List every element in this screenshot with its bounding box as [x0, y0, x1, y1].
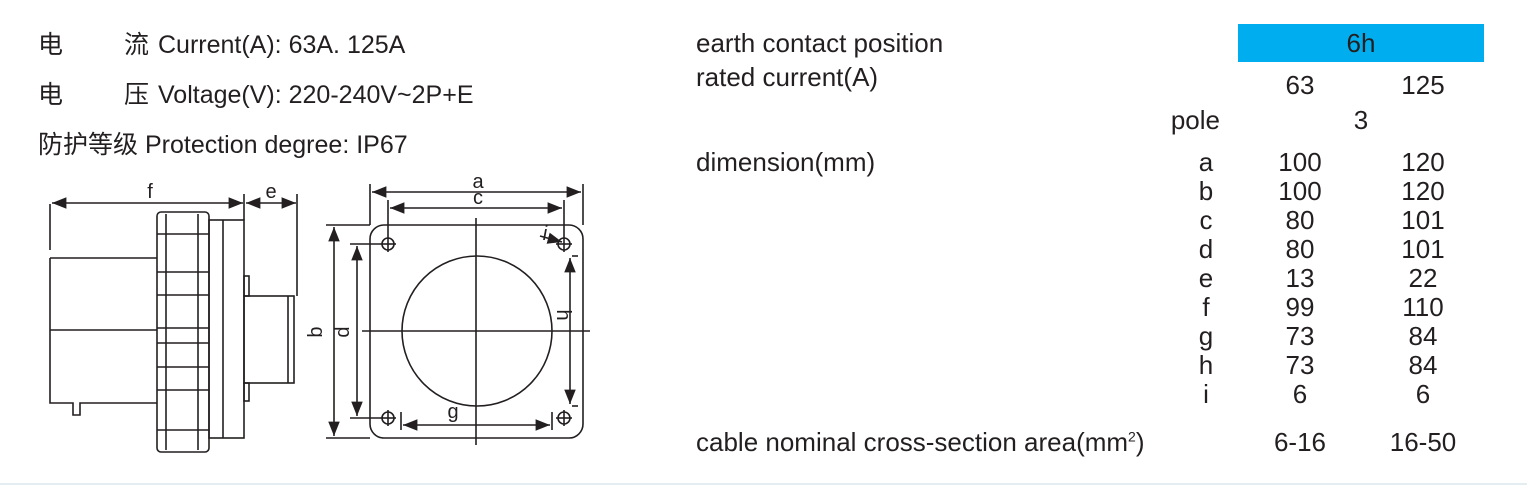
- bottom-divider: [0, 483, 1527, 485]
- technical-drawing: f e a c i b d h g: [49, 171, 590, 453]
- pole-label: pole: [1170, 105, 1220, 135]
- row-cable-area: cable nominal cross-section area(mm2) 6-…: [694, 422, 1484, 462]
- row-earth-contact: earth contact position 6h: [694, 24, 1484, 62]
- dimension-63-g: 73: [1285, 321, 1315, 351]
- dimension-letter-d: d: [1198, 234, 1214, 264]
- front-view: [326, 184, 590, 445]
- dimension-125-h: 84: [1408, 350, 1438, 380]
- mounting-hole-tr: [556, 236, 572, 252]
- spec-current-text: Current(A): 63A. 125A: [158, 31, 406, 59]
- mounting-hole-tl: [380, 236, 396, 252]
- dimension-letter-h: h: [1198, 350, 1214, 380]
- dimension-125-a: 120: [1401, 147, 1445, 177]
- mounting-hole-br: [556, 410, 572, 426]
- dimension-letter-e: e: [1198, 263, 1214, 293]
- label-h: h: [552, 309, 574, 320]
- dimension-63-i: 6: [1292, 379, 1308, 409]
- spec-voltage-text: Voltage(V): 220-240V~2P+E: [158, 81, 474, 109]
- pole-value: 3: [1353, 105, 1369, 135]
- spec-protection-cn: 防护等级: [38, 131, 139, 159]
- earth-contact-value: 6h: [1238, 24, 1484, 62]
- dimension-63-c: 80: [1285, 205, 1315, 235]
- dimension-125-e: 22: [1408, 263, 1438, 293]
- cable-area-125: 16-50: [1389, 426, 1457, 457]
- dimension-letter-g: g: [1198, 321, 1214, 351]
- label-g: g: [447, 401, 458, 423]
- spec-voltage-cn2: 压: [124, 81, 150, 109]
- spec-protection: 防护等级 Protection degree: IP67: [38, 130, 408, 160]
- dimension-125-i: 6: [1415, 379, 1431, 409]
- row-pole: pole 3: [694, 101, 1484, 140]
- dimension-125-g: 84: [1408, 321, 1438, 351]
- spec-voltage: 电 压 Voltage(V): 220-240V~2P+E: [38, 80, 474, 110]
- label-a: a: [472, 171, 484, 193]
- dimension-63-a: 100: [1278, 147, 1322, 177]
- spec-current-cn2: 流: [124, 31, 150, 59]
- dimension-125-b: 120: [1401, 176, 1445, 206]
- row-rated-current: rated current(A) 63 125: [694, 62, 1484, 101]
- dimension-63-b: 100: [1278, 176, 1322, 206]
- label-e: e: [265, 181, 276, 203]
- label-d: d: [332, 326, 354, 337]
- label-i: i: [543, 223, 548, 245]
- spec-current-cn1: 电: [38, 31, 64, 59]
- cable-area-label-sup: 2: [1128, 427, 1136, 444]
- rated-current-125: 125: [1401, 70, 1445, 100]
- dimension-letter-a: a: [1198, 147, 1214, 177]
- dimension-63-f: 99: [1285, 292, 1315, 322]
- rated-current-63: 63: [1285, 70, 1315, 100]
- rated-current-label: rated current(A): [696, 62, 879, 92]
- dimension-label: dimension(mm): [696, 147, 876, 177]
- dimension-letter-c: c: [1199, 205, 1213, 235]
- spec-voltage-cn1: 电: [38, 81, 64, 109]
- dimension-125-f: 110: [1402, 292, 1444, 322]
- label-b: b: [305, 326, 327, 337]
- cable-area-label: cable nominal cross-section area(mm2): [694, 422, 1238, 462]
- dimension-letter-b: b: [1198, 176, 1214, 206]
- side-view: [49, 194, 298, 453]
- dimension-letter-i: i: [1203, 379, 1209, 409]
- cable-area-63: 6-16: [1273, 426, 1327, 457]
- earth-contact-label: earth contact position: [696, 27, 944, 58]
- dimension-63-e: 13: [1285, 263, 1315, 293]
- spec-protection-text: Protection degree: IP67: [144, 131, 408, 159]
- label-c: c: [473, 187, 483, 209]
- dimension-63-d: 80: [1285, 234, 1315, 264]
- cable-area-label-text: cable nominal cross-section area(mm: [696, 426, 1129, 457]
- dimension-125-c: 101: [1401, 205, 1445, 235]
- dimension-63-h: 73: [1285, 350, 1315, 380]
- dimension-letter-f: f: [1202, 292, 1210, 322]
- mounting-hole-bl: [380, 410, 396, 426]
- spec-current: 电 流 Current(A): 63A. 125A: [38, 30, 405, 60]
- label-f: f: [147, 181, 153, 203]
- cable-area-label-end: ): [1135, 426, 1145, 457]
- dimension-125-d: 101: [1401, 234, 1445, 264]
- specification-table: earth contact position 6h rated current(…: [694, 24, 1484, 462]
